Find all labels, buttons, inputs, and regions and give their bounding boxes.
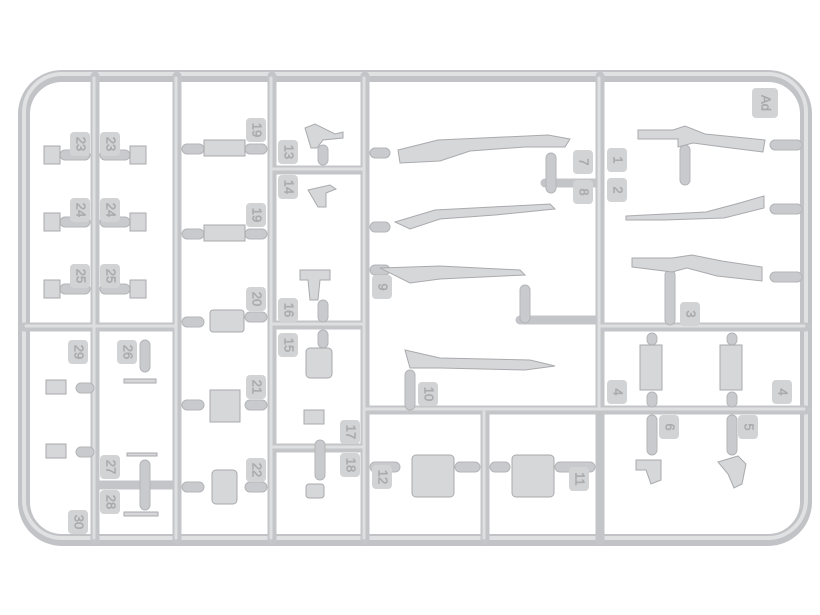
sprue-gates <box>59 139 803 511</box>
part-number: 24 <box>104 203 119 217</box>
part-tag: 22 <box>246 458 266 482</box>
part-number: 17 <box>344 425 359 439</box>
part-tag: 20 <box>246 287 266 311</box>
part-number: 28 <box>104 495 119 509</box>
part-tag: 11 <box>569 467 589 491</box>
part-tag: 3 <box>680 302 700 326</box>
part-tag: 18 <box>340 453 360 477</box>
part-number: 25 <box>104 269 119 283</box>
part-number: 7 <box>577 158 592 165</box>
sprue-frame <box>18 70 812 546</box>
part-tag: 4 <box>772 380 792 404</box>
part-tag: 23 <box>70 132 90 156</box>
part-number: 21 <box>250 380 265 394</box>
part-number: 14 <box>282 180 297 194</box>
part-tag: 28 <box>100 490 120 514</box>
part-tag: 26 <box>117 340 137 364</box>
part-tag: 2 <box>607 178 627 202</box>
part-tag: 23 <box>100 132 120 156</box>
part-number: 15 <box>282 338 297 352</box>
part-number: 1 <box>611 156 626 163</box>
frame-code: Ad <box>759 95 774 111</box>
part-number: 30 <box>72 515 87 529</box>
part-number: 8 <box>577 188 592 195</box>
frame-code-tag: Ad <box>752 88 778 118</box>
part-number: 27 <box>104 460 119 474</box>
part-number: 23 <box>104 137 119 151</box>
part-tag: 8 <box>573 180 593 204</box>
part-tag: 29 <box>68 340 88 364</box>
part-tag: 30 <box>68 510 88 534</box>
part-tag: 25 <box>100 264 120 288</box>
part-number-labels: Ad 23 23 24 24 25 25 19 19 20 21 22 29 2… <box>68 88 792 534</box>
part-number: 12 <box>376 470 391 484</box>
part-number: 16 <box>282 303 297 317</box>
part-number: 22 <box>250 463 265 477</box>
part-tag: 1 <box>607 148 627 172</box>
part-number: 4 <box>611 388 626 395</box>
part-number: 11 <box>573 472 588 486</box>
part-number: 10 <box>422 387 437 401</box>
part-tag: 27 <box>100 455 120 479</box>
part-number: 29 <box>72 345 87 359</box>
part-tag: 13 <box>278 140 298 164</box>
sprue-parts <box>43 123 766 517</box>
part-tag: 7 <box>573 150 593 174</box>
part-number: 13 <box>282 145 297 159</box>
part-number: 6 <box>663 423 678 430</box>
part-number: 2 <box>611 186 626 193</box>
part-number: 19 <box>250 208 265 222</box>
part-number: 25 <box>74 269 89 283</box>
part-tag: 12 <box>372 465 392 489</box>
part-tag: 16 <box>278 298 298 322</box>
part-tag: 25 <box>70 264 90 288</box>
part-tag: 10 <box>418 382 438 406</box>
part-tag: 19 <box>246 203 266 227</box>
part-number: 26 <box>121 345 136 359</box>
part-tag: 24 <box>100 198 120 222</box>
part-number: 3 <box>684 310 699 317</box>
part-tag: 14 <box>278 175 298 199</box>
part-number: 20 <box>250 292 265 306</box>
part-tag: 6 <box>659 415 679 439</box>
part-tag: 15 <box>278 333 298 357</box>
part-number: 18 <box>344 458 359 472</box>
part-tag: 4 <box>607 380 627 404</box>
part-number: 4 <box>776 388 791 395</box>
part-number: 24 <box>74 203 89 217</box>
part-number: 5 <box>742 423 757 430</box>
part-tag: 21 <box>246 375 266 399</box>
part-tag: 24 <box>70 198 90 222</box>
part-number: 9 <box>376 283 391 290</box>
sprue-runners <box>19 71 811 545</box>
part-number: 23 <box>74 137 89 151</box>
part-tag: 17 <box>340 420 360 444</box>
part-tag: 9 <box>372 275 392 299</box>
part-tag: 19 <box>246 118 266 142</box>
part-number: 19 <box>250 123 265 137</box>
part-tag: 5 <box>738 415 758 439</box>
